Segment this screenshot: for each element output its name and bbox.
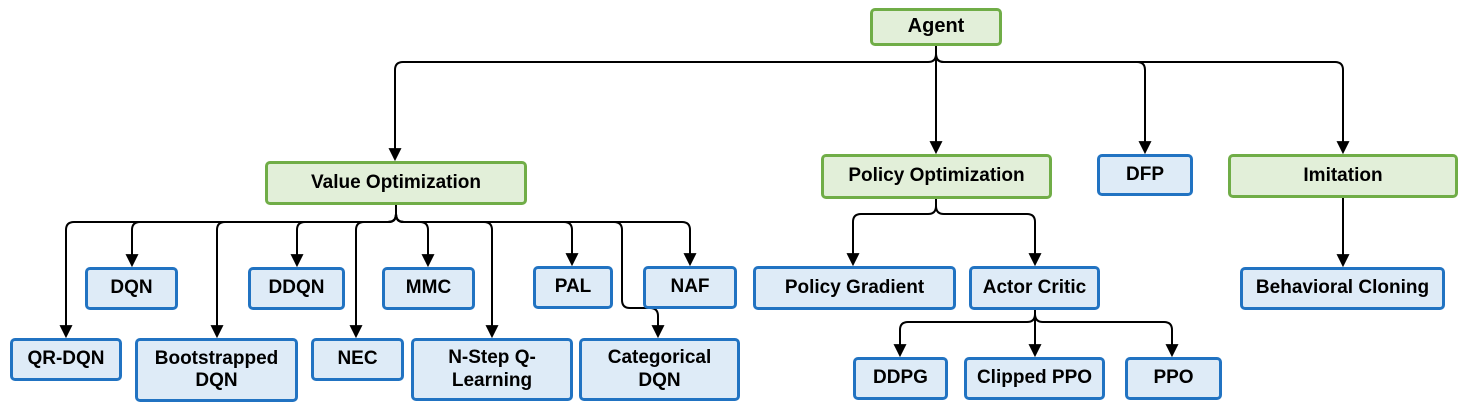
node-policy_optimization: Policy Optimization	[821, 154, 1052, 199]
node-behavioral_cloning: Behavioral Cloning	[1240, 267, 1445, 310]
node-dqn: DQN	[85, 267, 178, 310]
node-nec: NEC	[311, 338, 404, 381]
edge-value_optimization-naf	[395, 205, 697, 267]
node-ddpg: DDPG	[853, 357, 948, 400]
node-n_step_q_learning: N-Step Q-Learning	[411, 338, 573, 401]
edge-value_optimization-pal	[395, 205, 579, 267]
node-ppo: PPO	[1125, 357, 1222, 400]
node-pal: PAL	[533, 266, 613, 309]
edge-value_optimization-mmc	[395, 205, 435, 268]
edge-actor_critic-ddpg	[893, 310, 1036, 358]
edge-policy_optimization-policy_gradient	[846, 199, 937, 267]
node-ddqn: DDQN	[248, 267, 345, 310]
edge-agent-imitation	[935, 46, 1350, 155]
node-policy_gradient: Policy Gradient	[753, 266, 956, 310]
node-imitation: Imitation	[1228, 154, 1458, 198]
node-bootstrapped_dqn: Bootstrapped DQN	[135, 338, 298, 402]
edge-actor_critic-ppo	[1034, 310, 1179, 358]
edge-agent-value_optimization	[388, 46, 937, 162]
node-actor_critic: Actor Critic	[969, 266, 1100, 310]
node-mmc: MMC	[382, 267, 475, 310]
node-dfp: DFP	[1097, 154, 1193, 196]
node-value_optimization: Value Optimization	[265, 161, 527, 205]
node-qr_dqn: QR-DQN	[10, 338, 122, 381]
node-categorical_dqn: Categorical DQN	[579, 338, 740, 401]
node-agent: Agent	[870, 8, 1002, 46]
node-naf: NAF	[643, 266, 737, 309]
node-clipped_ppo: Clipped PPO	[964, 357, 1105, 400]
edge-value_optimization-ddqn	[290, 205, 397, 268]
edge-policy_optimization-actor_critic	[935, 199, 1042, 267]
